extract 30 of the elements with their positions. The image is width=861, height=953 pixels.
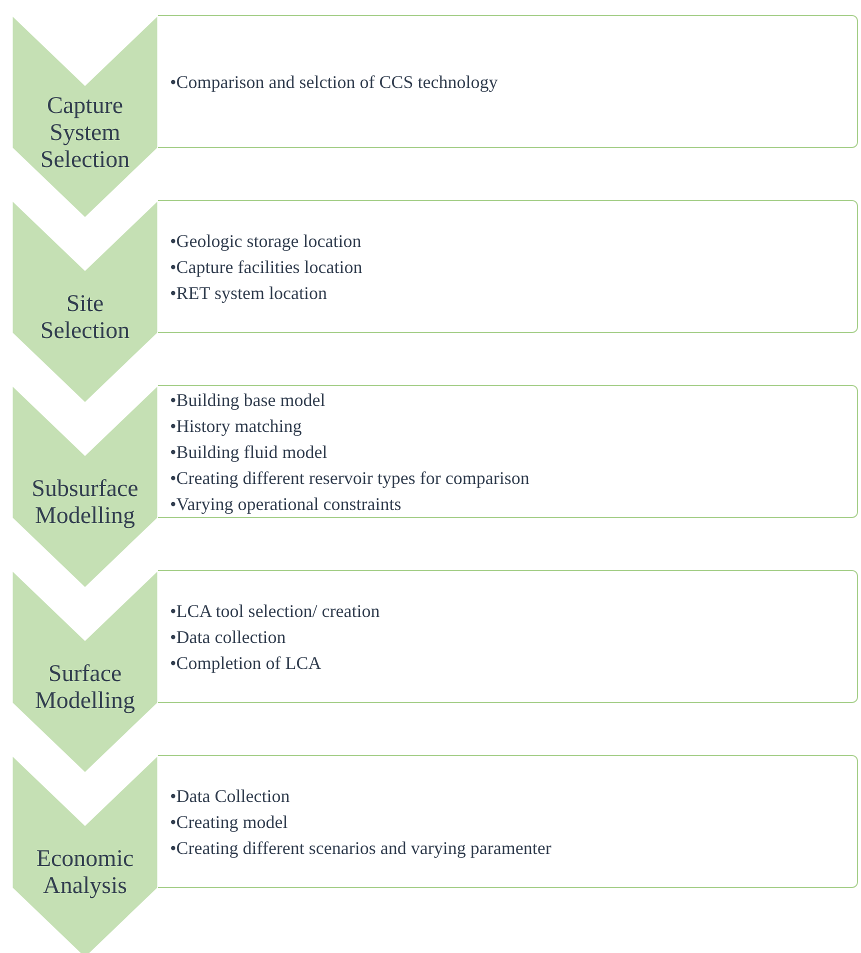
bullet-item: •Creating different reservoir types for comparison <box>170 466 530 490</box>
bullet-item: •Varying operational constraints <box>170 492 402 516</box>
bullet-item: •LCA tool selection/ creation <box>170 600 380 622</box>
step-heading: Economic Analysis <box>35 846 135 900</box>
chevron-shape <box>12 385 158 588</box>
text-panel <box>158 570 858 703</box>
bullet-item: •Capture facilities location <box>170 256 362 279</box>
text-panel <box>158 385 858 518</box>
text-panel <box>158 15 858 148</box>
bullet-item: •Building fluid model <box>170 440 328 464</box>
bullet-item: •Geologic storage location <box>170 230 362 253</box>
text-panel <box>158 200 858 333</box>
step-heading: Surface Modelling <box>34 661 136 715</box>
bullet-item: •Comparison and selction of CCS technology <box>170 70 498 94</box>
chevron-shape <box>12 755 158 953</box>
step-heading: Site Selection <box>39 291 131 345</box>
bullet-item: •Data Collection <box>170 784 291 808</box>
step-heading: Subsurface Modelling <box>30 476 140 530</box>
bullet-item: •RET system location <box>170 282 328 305</box>
chevron-shape <box>12 200 158 403</box>
text-panel <box>158 755 858 888</box>
bullet-item: •History matching <box>170 414 303 438</box>
bullet-item: •Building base model <box>170 388 326 412</box>
bullet-item: •Completion of LCA <box>170 652 322 675</box>
step-heading: Capture System Selection <box>39 92 131 174</box>
bullet-item: •Creating different scenarios and varying paramenter <box>170 836 552 860</box>
bullet-item: •Data collection <box>170 626 287 648</box>
bullet-item: •Creating model <box>170 810 289 834</box>
chevron-shape <box>12 570 158 773</box>
chevron-shape <box>12 15 158 218</box>
